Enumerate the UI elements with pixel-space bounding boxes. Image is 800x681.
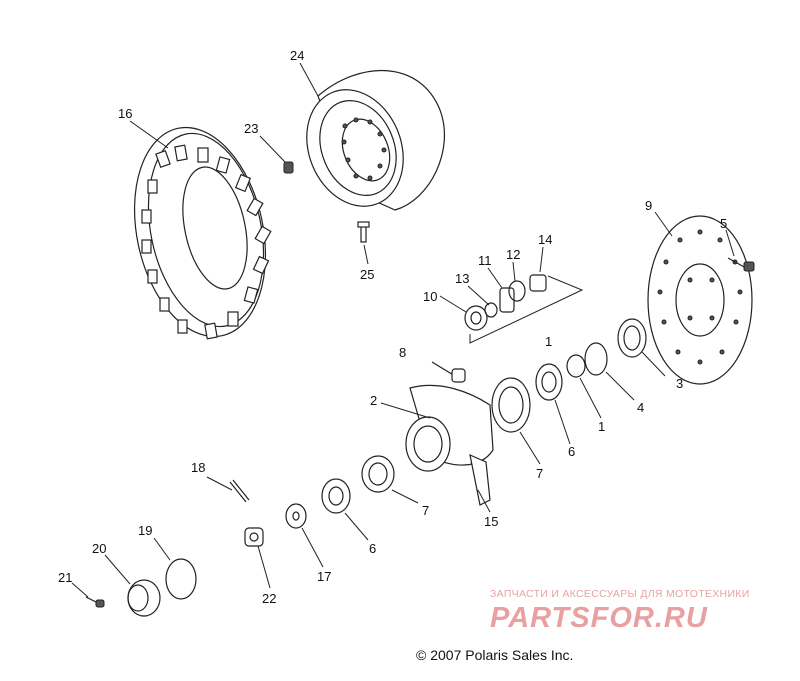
watermark: ЗАПЧАСТИ И АКСЕССУАРЫ ДЛЯ МОТОТЕХНИКИ PA… [490, 588, 750, 634]
leader-lines [71, 62, 735, 598]
callout-20: 20 [92, 541, 106, 556]
copyright-notice: © 2007 Polaris Sales Inc. [416, 647, 573, 663]
bearing-upper-part [535, 363, 563, 401]
tire-part [133, 126, 272, 340]
callout-4: 4 [637, 400, 644, 415]
callout-6-upper: 6 [568, 444, 575, 459]
seal-inner-part [566, 354, 586, 378]
callout-14: 14 [538, 232, 552, 247]
cotter-pin-part [229, 479, 250, 503]
spacer-ring-part [584, 342, 608, 376]
callout-22: 22 [262, 591, 276, 606]
callout-5: 5 [720, 216, 727, 231]
rim-part [306, 70, 445, 211]
stud-part [357, 221, 370, 243]
bearing-race-upper-part [491, 377, 531, 433]
brake-disc-part [647, 215, 753, 385]
valve-stem-part [283, 161, 294, 174]
bearing-kit-part [464, 274, 584, 344]
watermark-brand: PARTSFOR.RU [490, 602, 708, 634]
callout-7-upper: 7 [536, 466, 543, 481]
watermark-subtitle: ЗАПЧАСТИ И АКСЕССУАРЫ ДЛЯ МОТОТЕХНИКИ [490, 588, 750, 600]
callout-25: 25 [360, 267, 374, 282]
callout-7-lower: 7 [422, 503, 429, 518]
callout-12: 12 [506, 247, 520, 262]
knuckle-hub-part [405, 384, 494, 506]
castle-nut-part [244, 527, 264, 547]
callout-24: 24 [290, 48, 304, 63]
callout-8: 8 [399, 345, 406, 360]
disc-bolt-part [727, 257, 755, 272]
screw-part [85, 596, 105, 608]
callout-1-lower: 1 [598, 419, 605, 434]
callout-2: 2 [370, 393, 377, 408]
callout-15: 15 [484, 514, 498, 529]
hub-bolt-part [431, 361, 466, 383]
callout-21: 21 [58, 570, 72, 585]
o-ring-part [165, 558, 197, 600]
washer-part [285, 503, 307, 529]
callout-18: 18 [191, 460, 205, 475]
bearing-race-lower-part [361, 455, 395, 493]
callout-17: 17 [317, 569, 331, 584]
callout-13: 13 [455, 271, 469, 286]
callout-16: 16 [118, 106, 132, 121]
callout-3: 3 [676, 376, 683, 391]
callout-9: 9 [645, 198, 652, 213]
callout-labels: 24 16 23 25 9 5 11 12 14 13 10 1 8 2 3 4… [58, 48, 727, 606]
callout-1-upper: 1 [545, 334, 552, 349]
bearing-lower-part [321, 478, 351, 514]
callout-6-lower: 6 [369, 541, 376, 556]
callout-19: 19 [138, 523, 152, 538]
hub-cap-part [127, 579, 161, 617]
outer-seal-part [617, 318, 647, 358]
callout-11: 11 [478, 253, 492, 268]
callout-23: 23 [244, 121, 258, 136]
callout-10: 10 [423, 289, 437, 304]
